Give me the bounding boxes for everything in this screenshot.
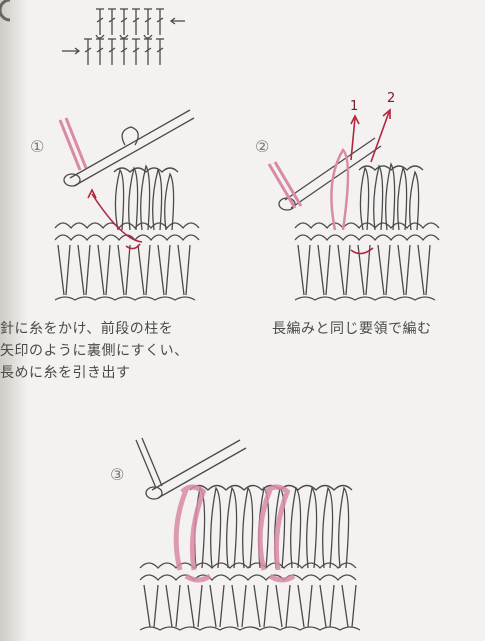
step-1-caption-line-3: 長めに糸を引き出す [0, 362, 189, 384]
step-1-caption: 針に糸をかけ、前段の柱を 矢印のように裏側にすくい、 長めに糸を引き出す [0, 318, 189, 384]
step-1-illustration: ① [30, 100, 220, 305]
step-2-caption-line-1: 長編みと同じ要領で編む [272, 318, 432, 340]
step-2-illustration: ② 1 2 [255, 90, 455, 305]
stitch-symbol-chart [60, 5, 190, 70]
step-2-number: ② [255, 137, 269, 156]
step-1-caption-line-1: 針に糸をかけ、前段の柱を [0, 318, 189, 340]
step-1-number: ① [30, 137, 44, 156]
step-3-number: ③ [110, 465, 124, 484]
arrow-label-2: 2 [387, 91, 395, 106]
step-3-illustration: ③ [100, 430, 390, 635]
arrow-label-1: 1 [350, 99, 358, 114]
step-2-caption: 長編みと同じ要領で編む [272, 318, 432, 340]
step-1-caption-line-2: 矢印のように裏側にすくい、 [0, 340, 189, 362]
